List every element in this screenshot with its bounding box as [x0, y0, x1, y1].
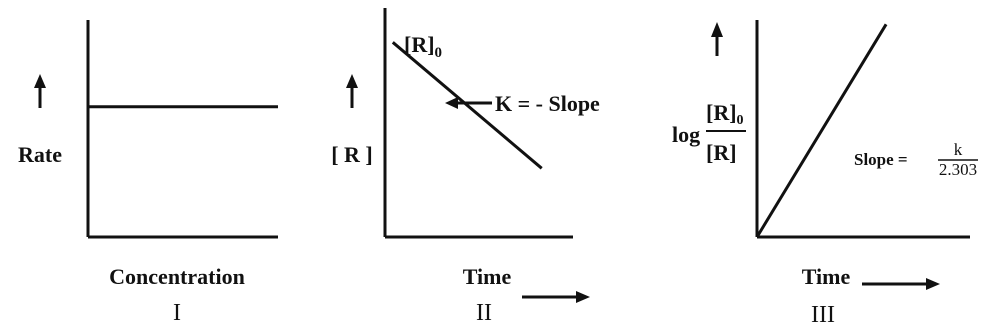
panel-ii-series-line	[391, 41, 543, 170]
panel-iii-y-label-log: log	[672, 122, 700, 147]
panel-ii-x-arrowhead-icon	[576, 291, 590, 303]
panel-ii: [ R ] [R]0 K = - Slope Time II	[331, 8, 600, 326]
panel-i: Rate Concentration I	[18, 20, 278, 326]
panel-iii-slope-numerator: k	[954, 140, 963, 159]
panel-i-y-label: Rate	[18, 142, 62, 167]
panel-iii-y-arrowhead-icon	[711, 22, 723, 37]
panel-iii-slope-denominator: 2.303	[939, 160, 977, 179]
panel-i-y-arrowhead-icon	[34, 74, 46, 88]
panel-ii-y-arrowhead-icon	[346, 74, 358, 88]
panel-ii-y-label: [ R ]	[331, 142, 373, 167]
panel-iii-roman-label: III	[811, 302, 835, 328]
panel-ii-slope-arrowhead-icon	[445, 97, 458, 109]
panel-ii-x-label: Time	[463, 264, 512, 289]
panel-iii-series-line	[755, 23, 888, 238]
panel-iii-numerator-text: [R]	[706, 100, 737, 125]
panel-i-x-label: Concentration	[109, 264, 245, 289]
panel-ii-intercept-text: [R]	[404, 32, 435, 57]
panel-iii-x-arrowhead-icon	[926, 278, 940, 290]
panel-ii-roman-label: II	[476, 300, 492, 326]
panel-ii-intercept-label: [R]0	[404, 32, 442, 61]
panel-iii-y-label-numerator: [R]0	[706, 100, 744, 128]
panel-iii-y-label-denominator: [R]	[706, 140, 737, 165]
panel-iii-slope-prefix: Slope =	[854, 150, 908, 169]
panel-ii-slope-label: K = - Slope	[495, 91, 600, 116]
panel-i-roman-label: I	[173, 300, 181, 326]
panel-iii: log [R]0 [R] Slope = k 2.303 Time III	[672, 20, 978, 328]
panel-iii-x-label: Time	[802, 264, 851, 289]
